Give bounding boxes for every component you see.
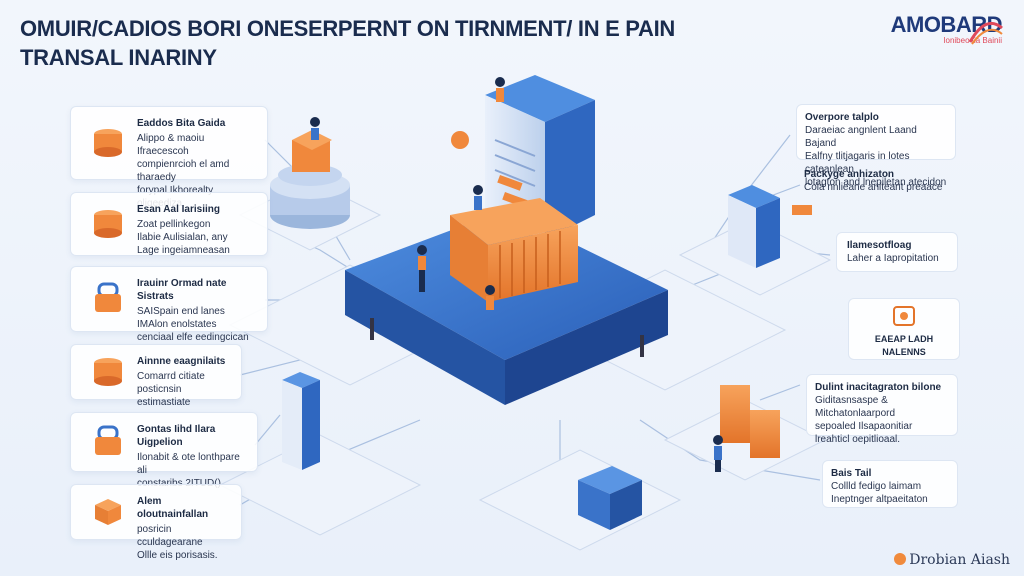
footer-brand: Drobian Aiash xyxy=(894,552,1010,568)
left-card-3-line-3: cenciaal elfe eedingcican xyxy=(137,332,249,343)
left-card-5: Gontas Iihd Ilara Uigpelion Ilonabit & o… xyxy=(70,412,258,489)
logo-tagline: Ionibeo tia Bainii xyxy=(943,36,1002,45)
right-card-1-line-3: lotagton and lnepiletan atecidon xyxy=(805,177,947,188)
floating-orb-icon xyxy=(451,131,469,149)
right-card-1-line-1: Daraeiac angnlent Laand Bajand xyxy=(805,125,917,149)
worker-figures xyxy=(310,77,723,472)
brand-logo: AMOBARD Ionibeo tia Bainii xyxy=(891,12,1003,45)
right-card-5-line-1: Giditasnsaspe & Mitchatonlaarpord xyxy=(815,395,896,419)
right-card-3-line-1: Laher a Iapropitation xyxy=(847,253,939,264)
left-card-5-line-1: Ilonabit & ote lonthpare ali xyxy=(137,452,240,476)
footer-brand-text: Drobian Aiash xyxy=(909,552,1010,568)
orange-blocks-right xyxy=(720,385,780,458)
brand-dot-icon xyxy=(894,553,907,565)
right-card-6-title: Bais Tail xyxy=(831,468,872,479)
title-line-2: TRANSAL INARINY xyxy=(20,45,217,70)
left-card-4: Ainnne eaagnilaits Comarrd citiate posti… xyxy=(70,344,242,408)
right-card-6-line-2: Ineptnger altpaeitaton xyxy=(831,494,928,505)
right-card-1: Overpore talplo Daraeiac angnlent Laand … xyxy=(796,104,956,188)
right-server-tower xyxy=(728,185,812,268)
left-card-6: Alem oloutnainfallan posricin cculdagear… xyxy=(70,484,242,561)
left-card-3-title: Irauinr Ormad nate Sistrats xyxy=(137,278,227,302)
orange-barrel-icon xyxy=(94,129,122,157)
left-card-1: Eaddos Bita Gaida Alippo & maoiu Ifraece… xyxy=(70,106,268,209)
left-card-5-title: Gontas Iihd Ilara Uigpelion xyxy=(137,424,216,448)
disk-stack xyxy=(270,130,350,229)
bottom-cube xyxy=(578,466,642,530)
orange-server-block xyxy=(450,198,578,302)
left-card-2-title: Esan Aal Iarisiing xyxy=(137,204,220,215)
orange-lock-icon xyxy=(95,282,121,312)
right-card-1-line-2: Ealfny tlitjagaris in lotes cateanlean xyxy=(805,151,910,175)
left-card-1-title: Eaddos Bita Gaida xyxy=(137,118,226,129)
right-card-5-line-3: lreahticl oepitlioaal. xyxy=(815,434,901,445)
left-card-1-line-1: Alippo & maoiu Ifraecescoh xyxy=(137,133,205,157)
right-card-3: Ilamesotfloag Laher a Iapropitation xyxy=(836,232,958,272)
left-card-2-line-3: Lage ingeiamneasan xyxy=(137,245,230,256)
left-card-6-title: Alem oloutnainfallan xyxy=(137,496,209,520)
left-card-2-line-1: Zoat pellinkegon xyxy=(137,219,211,230)
left-card-5-line-2: constaribs 2ITUD() xyxy=(137,477,247,490)
left-card-6-line-1: posricin cculdagearane xyxy=(137,524,203,548)
right-card-2: Packyge anhizaton Cola nnlieane aniteant… xyxy=(804,168,964,194)
title-line-1: OMUIR/CADIOS BORI ONESERPERNT ON TIRNMEN… xyxy=(20,16,676,41)
orange-box-icon xyxy=(95,499,121,525)
left-card-4-line-2: posticnsin estimastiate xyxy=(137,384,191,408)
right-card-6: Bais Tail Collld fedigo laimam Ineptnger… xyxy=(822,460,958,508)
right-card-4: EAEAP LADH NALENNS xyxy=(848,298,960,360)
page-title: OMUIR/CADIOS BORI ONESERPERNT ON TIRNMEN… xyxy=(20,14,720,72)
right-card-4-title: EAEAP LADH NALENNS xyxy=(874,334,934,357)
right-card-6-line-1: Collld fedigo laimam xyxy=(831,481,922,492)
left-card-3-line-2: IMAlon enolstates xyxy=(137,319,217,330)
left-card-2-line-2: Ilabie Aulisialan, any xyxy=(137,232,228,243)
right-card-5-title: Dulint inacitagraton bilone xyxy=(815,382,942,393)
right-card-2-title: Packyge anhizaton xyxy=(804,169,895,180)
right-card-1-title: Overpore talplo xyxy=(805,112,879,123)
left-card-4-line-1: Comarrd citiate xyxy=(137,371,205,382)
left-card-1-line-2: compienrcioh el amd tharaedy xyxy=(137,159,230,183)
right-card-5: Dulint inacitagraton bilone Giditasnsasp… xyxy=(806,374,958,445)
orange-barrel-icon xyxy=(94,358,122,386)
left-card-3-line-1: SAISpain end lanes xyxy=(137,306,225,317)
right-card-5-line-2: sepoaled Ilsapaonitiar xyxy=(815,421,913,432)
orange-barrel-icon xyxy=(94,210,122,238)
logo-arc-icon xyxy=(968,21,1003,45)
right-card-3-title: Ilamesotfloag xyxy=(847,240,912,251)
bottom-left-server-tower xyxy=(282,372,320,470)
left-card-3: Irauinr Ormad nate Sistrats SAISpain end… xyxy=(70,266,268,343)
left-card-4-title: Ainnne eaagnilaits xyxy=(137,356,226,367)
orange-badge-icon xyxy=(893,306,915,326)
left-card-6-line-2: Ollle eis porisasis. xyxy=(137,550,218,561)
orange-lock-icon xyxy=(95,425,121,455)
left-card-2: Esan Aal Iarisiing Zoat pellinkegon Ilab… xyxy=(70,192,268,256)
right-card-2-line-1: Cola nnlieane aniteant preaace xyxy=(804,182,943,193)
